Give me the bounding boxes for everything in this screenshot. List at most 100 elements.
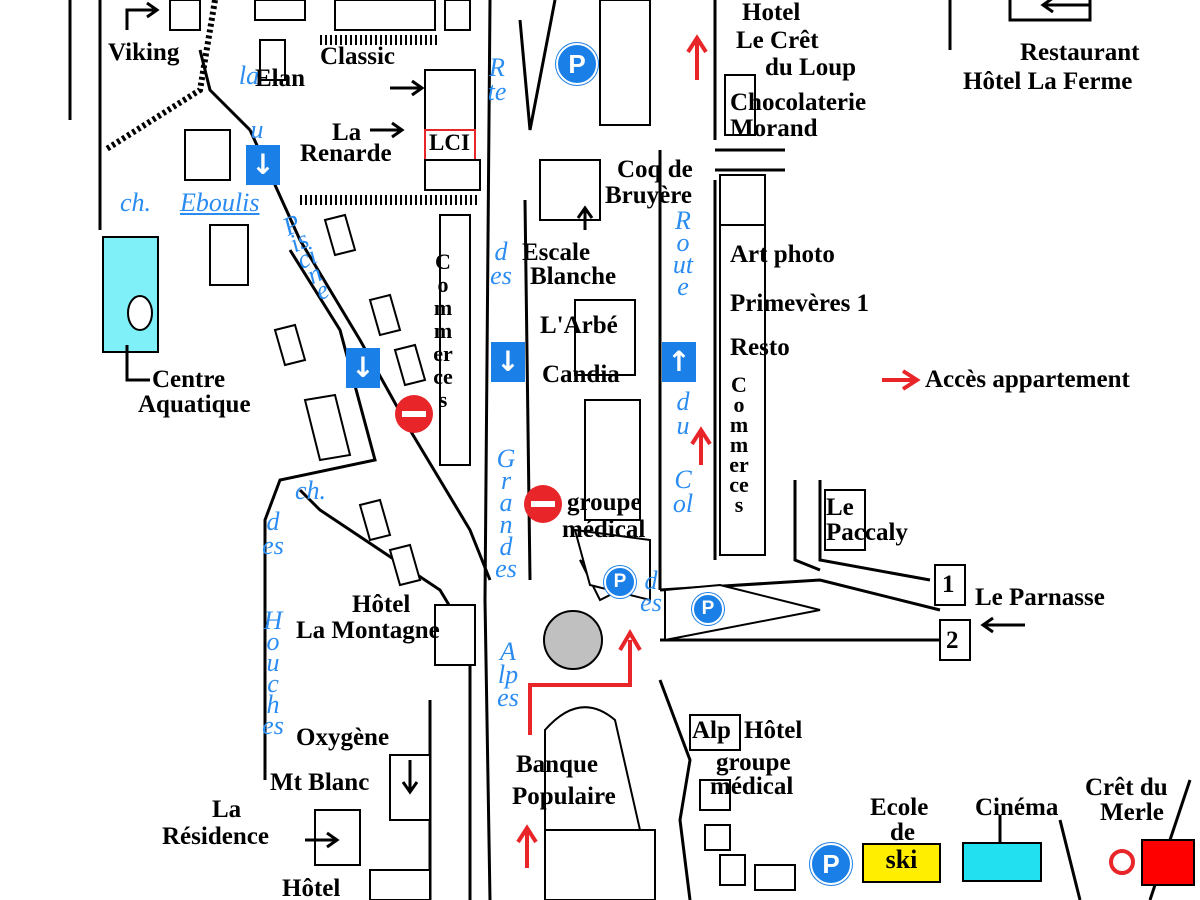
building [388, 543, 422, 587]
arrow-icon [1040, 0, 1092, 20]
label-aquatique: Aquatique [138, 391, 251, 418]
label-paccaly: Paccaly [826, 519, 908, 546]
label-alp: Alp [692, 717, 731, 744]
arrow-icon [576, 205, 594, 230]
building [934, 564, 966, 606]
arrow-icon [305, 831, 340, 849]
label-hotel: Hotel [742, 0, 801, 26]
street-route: Route [672, 206, 694, 301]
access-route [528, 640, 632, 735]
label-resto: Resto [730, 334, 790, 361]
building [368, 293, 402, 337]
red-arrow-icon [690, 426, 712, 465]
arrow-icon [370, 121, 405, 139]
building [724, 74, 756, 136]
building [584, 399, 641, 521]
roundabout [543, 610, 603, 670]
label-chocolaterie: Chocolaterie [730, 89, 867, 116]
label-hotel-montagne: Hôtel [352, 591, 411, 618]
label-groupe: groupe [567, 489, 642, 516]
street-col: Col [672, 465, 694, 518]
pool-shape [127, 295, 153, 331]
label-primeveres: Primevères 1 [730, 290, 870, 317]
label-de: de [890, 819, 915, 846]
no-entry-icon [395, 395, 433, 433]
building [323, 213, 357, 257]
label-viking: Viking [108, 39, 180, 66]
red-arrow-icon [516, 824, 538, 868]
label-escale: Escale [522, 239, 591, 266]
arrow-icon [401, 760, 419, 795]
building [689, 714, 741, 751]
street-du: du [676, 387, 690, 440]
label-commerces-right: Commerces [729, 372, 749, 517]
no-entry-icon [524, 485, 562, 523]
building [334, 0, 436, 31]
arrow-icon [390, 79, 425, 97]
building [699, 779, 731, 811]
label-commerces-left: Commerces [433, 249, 453, 412]
street-des-1: des [490, 237, 512, 290]
road-line [248, 129, 492, 581]
one-way-down-icon: ↓ [491, 342, 525, 382]
building [184, 129, 231, 181]
street-des-3: des [262, 507, 284, 560]
label-hotel-la-ferme: Hôtel La Ferme [963, 68, 1133, 95]
arrow-icon [980, 616, 1025, 634]
label-centre: Centre [152, 366, 226, 393]
label-residence: Résidence [162, 823, 269, 850]
label-la-montagne: La Montagne [296, 617, 440, 644]
one-way-up-icon: ↑ [662, 342, 696, 382]
building [444, 0, 471, 31]
label-hotel-bottom: Hôtel [282, 875, 341, 900]
label-lci: LCI [429, 130, 470, 155]
arrow-icon [125, 1, 160, 30]
label-building-1: 1 [942, 571, 955, 598]
building [824, 489, 866, 551]
building [719, 174, 766, 226]
label-ecole: Ecole [870, 794, 929, 821]
building [719, 854, 746, 886]
red-arrow-icon [686, 34, 708, 80]
building [434, 604, 476, 666]
building [754, 864, 796, 891]
label-art-photo: Art photo [730, 241, 835, 268]
cinema-box [962, 842, 1042, 882]
access-arrowhead [618, 629, 642, 652]
label-la-residence-la: La [212, 796, 242, 823]
street-ch-2: ch. [295, 476, 327, 505]
label-blanche: Blanche [530, 263, 617, 290]
street-eboulis: Eboulis [180, 188, 260, 217]
label-oxygene: Oxygène [296, 724, 390, 751]
label-classic: Classic [320, 43, 395, 70]
building [303, 393, 352, 462]
street-alpes: Alpes [497, 637, 519, 712]
label-medical: médical [562, 516, 646, 543]
label-elan: Elan [255, 65, 306, 92]
label-populaire: Populaire [512, 783, 616, 810]
building [209, 224, 249, 286]
road-line [198, 49, 252, 132]
building [939, 619, 971, 661]
street-ch: ch. [120, 188, 152, 217]
road-line [818, 480, 931, 582]
building [358, 498, 392, 542]
label-groupe-2: groupe [716, 749, 791, 776]
street-rte: Rte [487, 53, 507, 106]
label-acces-appartement: Accès appartement [925, 366, 1130, 393]
snowflake-icon [1109, 849, 1135, 875]
street-u: u [250, 115, 264, 144]
building [259, 39, 286, 81]
building [544, 706, 642, 831]
ski-school-box: ski [862, 843, 941, 883]
building [539, 159, 601, 221]
road-line [263, 249, 377, 780]
building [719, 224, 766, 556]
label-medical-2: médical [710, 773, 794, 800]
label-renarde: Renarde [300, 140, 392, 167]
label-restaurant: Restaurant [1020, 39, 1140, 66]
road-line [658, 679, 692, 900]
street-houches: Houches [262, 606, 284, 740]
building [664, 583, 821, 642]
